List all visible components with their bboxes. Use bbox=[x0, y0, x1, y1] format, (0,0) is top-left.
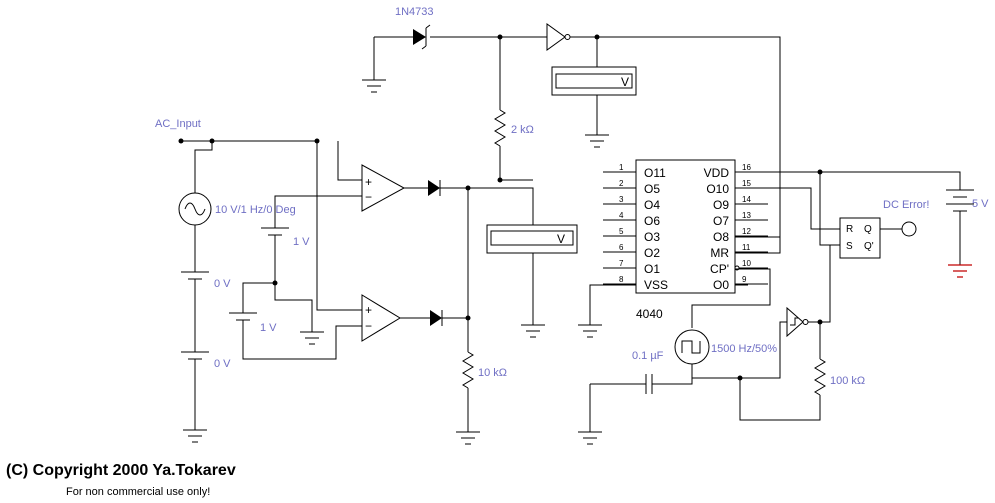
chip-pin-number: 13 bbox=[742, 211, 751, 220]
ground-symbol bbox=[585, 134, 609, 148]
chip-wiring bbox=[578, 169, 961, 338]
zener-diode bbox=[413, 24, 431, 50]
svg-text:−: − bbox=[365, 319, 372, 333]
chip-pin-name: O7 bbox=[713, 214, 729, 228]
label-battery-1v-lower: 1 V bbox=[260, 322, 277, 334]
chip-pin-number: 16 bbox=[742, 163, 751, 172]
input-section: + − + − bbox=[178, 138, 578, 445]
ac-source bbox=[178, 192, 212, 226]
chip-pin-name: O4 bbox=[644, 198, 660, 212]
chip-pin-number: 6 bbox=[619, 243, 624, 252]
svg-text:R: R bbox=[846, 224, 853, 235]
chip-pin-name: O8 bbox=[713, 230, 729, 244]
battery-5v bbox=[946, 189, 974, 212]
svg-text:−: − bbox=[365, 190, 372, 204]
chip-pin-name: CP' bbox=[710, 262, 729, 276]
chip-pin-number: 5 bbox=[619, 227, 624, 236]
chip-pin-number: 2 bbox=[619, 179, 624, 188]
label-battery-5v: 5 V bbox=[972, 198, 989, 210]
svg-text:S: S bbox=[846, 241, 853, 252]
label-resistor-100k: 100 kΩ bbox=[830, 375, 865, 387]
chip-pin-name: O9 bbox=[713, 198, 729, 212]
chip-pin-name: O1 bbox=[644, 262, 660, 276]
chip-pin-name: VDD bbox=[704, 166, 730, 180]
chip-pin-number: 11 bbox=[742, 243, 751, 252]
label-battery-0v-bottom: 0 V bbox=[214, 358, 231, 370]
ground-symbol bbox=[578, 431, 602, 445]
rs-flipflop: R S Q Q' bbox=[839, 217, 881, 259]
ground-symbol bbox=[456, 431, 480, 445]
schmitt-inverter bbox=[786, 306, 809, 338]
voltmeter-top: V bbox=[551, 66, 637, 96]
chip-pin-name: O6 bbox=[644, 214, 660, 228]
chip-pin-name: O11 bbox=[644, 166, 666, 180]
battery-0v-bottom bbox=[181, 351, 209, 360]
chip-pin-number: 4 bbox=[619, 211, 624, 220]
label-resistor-2k: 2 kΩ bbox=[511, 124, 534, 136]
diode-upper bbox=[428, 180, 441, 196]
chip-pin-name: O5 bbox=[644, 182, 660, 196]
chip-pin-number: 15 bbox=[742, 179, 751, 188]
svg-text:Q': Q' bbox=[864, 241, 874, 252]
chip-pin-name: O10 bbox=[706, 182, 729, 196]
svg-text:V: V bbox=[557, 232, 565, 246]
resistor-100k bbox=[814, 358, 826, 396]
license-note: For non commercial use only! bbox=[66, 486, 210, 498]
battery-0v-top bbox=[181, 271, 209, 280]
flipflop-section: R S Q Q' bbox=[839, 189, 974, 278]
chip-pin-number: 14 bbox=[742, 195, 751, 204]
label-battery-1v-upper: 1 V bbox=[293, 236, 310, 248]
svg-text:+: + bbox=[365, 303, 372, 317]
label-battery-0v-top: 0 V bbox=[214, 278, 231, 290]
svg-text:Q: Q bbox=[864, 224, 872, 235]
chip-pin-number: 9 bbox=[742, 275, 747, 284]
ground-symbol bbox=[300, 331, 324, 345]
ground-symbol bbox=[521, 324, 545, 338]
svg-text:+: + bbox=[365, 175, 372, 189]
voltmeter-middle: V bbox=[486, 224, 578, 254]
battery-1v-upper bbox=[261, 227, 289, 236]
capacitor bbox=[645, 374, 653, 394]
chip-pin-name: O0 bbox=[713, 278, 729, 292]
chip-pin-number: 7 bbox=[619, 259, 624, 268]
chip-pin-number: 1 bbox=[619, 163, 624, 172]
inverter-gate bbox=[546, 23, 571, 51]
diode-lower bbox=[430, 310, 443, 326]
chip-pin-name: O2 bbox=[644, 246, 660, 260]
counter-4040: 1 O11 2 O5 3 O4 4 O6 5 O3 6 O2 7 O1 8 VSS 16 VDD 15 O10 14 O9… bbox=[603, 159, 768, 294]
top-branch: V bbox=[362, 23, 781, 254]
chip-pin-name: O3 bbox=[644, 230, 660, 244]
copyright-text: (C) Copyright 2000 Ya.Tokarev bbox=[6, 462, 236, 479]
led-indicator bbox=[901, 221, 917, 237]
label-ac-source: 10 V/1 Hz/0 Deg bbox=[215, 204, 296, 216]
ground-symbol bbox=[362, 79, 386, 93]
label-resistor-10k: 10 kΩ bbox=[478, 367, 507, 379]
label-capacitor: 0.1 µF bbox=[632, 350, 664, 362]
chip-pin-number: 12 bbox=[742, 227, 751, 236]
opamp-lower: + − bbox=[361, 294, 401, 342]
chip-pin-name: MR bbox=[710, 246, 729, 260]
chip-pin-name: VSS bbox=[644, 278, 668, 292]
resistor-10k bbox=[462, 351, 474, 389]
resistor-2k bbox=[494, 109, 506, 147]
battery-1v-lower bbox=[229, 312, 257, 321]
chip-pin-number: 3 bbox=[619, 195, 624, 204]
ground-symbol bbox=[183, 429, 207, 443]
label-chip-4040: 4040 bbox=[636, 307, 663, 321]
ground-symbol bbox=[578, 324, 602, 338]
svg-text:V: V bbox=[621, 75, 629, 89]
label-dc-error: DC Error! bbox=[883, 199, 929, 211]
chip-pin-number: 8 bbox=[619, 275, 624, 284]
ground-red bbox=[948, 264, 972, 278]
opamp-upper: + − bbox=[361, 164, 406, 212]
chip-pin-number: 10 bbox=[742, 259, 751, 268]
label-diode-1n4733: 1N4733 bbox=[395, 6, 434, 18]
clock-section bbox=[578, 245, 831, 445]
clock-source bbox=[674, 329, 710, 365]
label-clock-source: 1500 Hz/50% bbox=[711, 343, 777, 355]
label-ac-input: AC_Input bbox=[155, 118, 201, 130]
